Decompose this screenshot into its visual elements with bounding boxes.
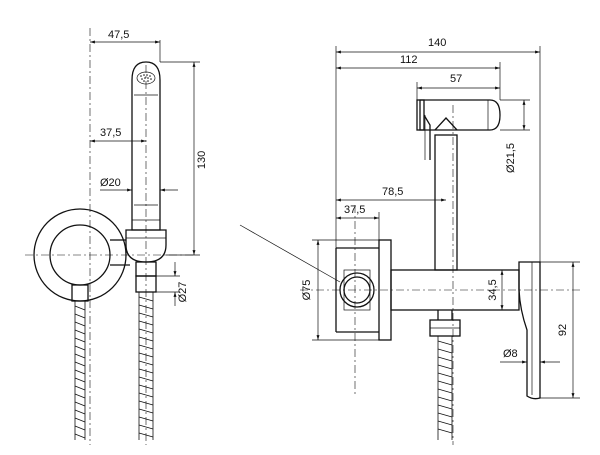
- handle: [518, 261, 541, 400]
- vertical-pipe: [434, 134, 458, 271]
- dim-label-78-5: 78,5: [382, 186, 403, 198]
- dim-label-140: 140: [428, 37, 446, 49]
- hoses-left: [71, 275, 157, 440]
- dim-label-37-5-right: 37,5: [344, 204, 365, 216]
- handset-head-right: [416, 99, 501, 160]
- left-front-view: 47,5 37,5 Ø20 130 Ø27: [25, 28, 208, 445]
- dim-label-d27: Ø27: [177, 282, 189, 303]
- handset-left: [110, 61, 167, 277]
- dim-label-34-5: 34,5: [487, 279, 499, 300]
- dim-label-d75: Ø75: [301, 280, 313, 301]
- dim-label-130: 130: [196, 151, 208, 169]
- dim-label-92: 92: [557, 324, 569, 336]
- dim-label-57: 57: [450, 73, 462, 85]
- hose-right: [429, 310, 461, 440]
- dim-label-37-5-left: 37,5: [100, 127, 121, 139]
- dim-label-d8: Ø8: [503, 348, 518, 360]
- right-side-view: 140 112 57 Ø21,5 78,5 37,5 Ø75 34,5: [239, 37, 580, 445]
- dim-label-d20: Ø20: [100, 177, 121, 189]
- dim-label-47-5: 47,5: [108, 29, 129, 41]
- dim-label-112: 112: [400, 54, 418, 66]
- dim-label-d21-5: Ø21,5: [505, 143, 517, 173]
